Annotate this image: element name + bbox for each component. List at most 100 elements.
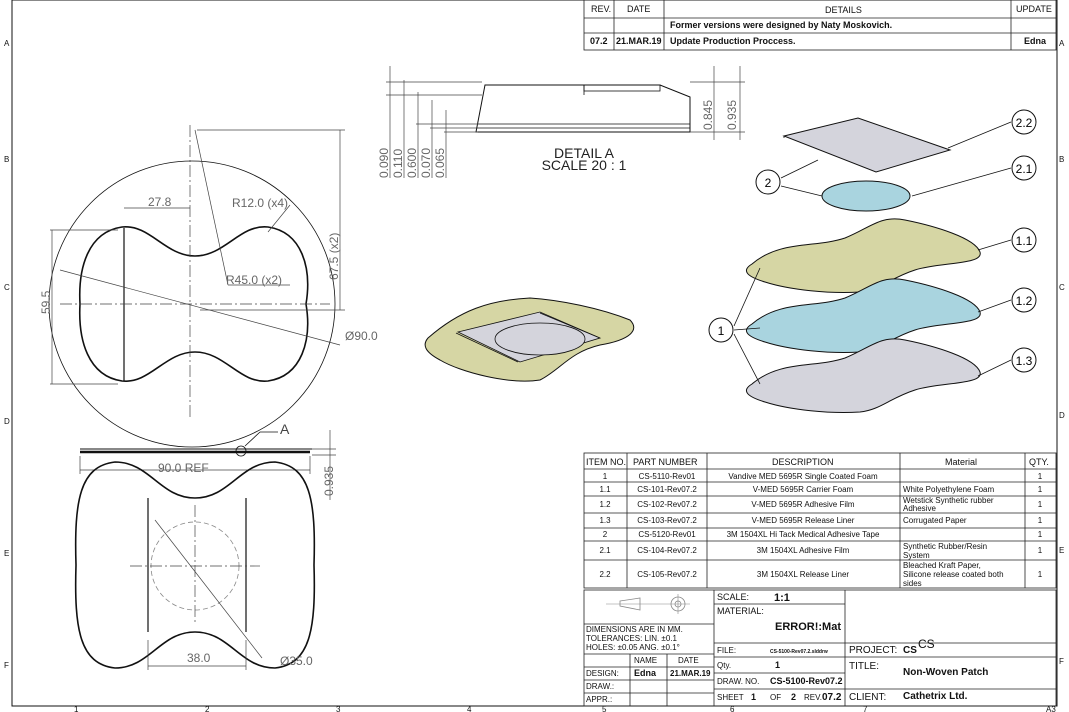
bom-row-7-item: 2.2 <box>599 570 611 579</box>
bom-row-6-part: CS-104-Rev07.2 <box>637 546 697 555</box>
balloon-1-3-label: 1.3 <box>1016 354 1033 368</box>
draw-label: DRAW.: <box>586 682 614 691</box>
design-name: Edna <box>634 668 657 678</box>
of-value: 2 <box>791 692 796 702</box>
bom-row-7-material-2: Silicone release coated both <box>903 570 1004 579</box>
balloon-2-label: 2 <box>765 176 772 190</box>
balloon-1-2 <box>1011 287 1037 313</box>
dims-note-line-1: DIMENSIONS ARE IN MM. <box>586 625 683 634</box>
row-label-d-right: D <box>1059 411 1065 420</box>
rev-row-2-rev: 07.2 <box>590 36 608 46</box>
bom-header-desc: DESCRIPTION <box>772 457 834 467</box>
row-label-b: B <box>4 155 9 164</box>
dim-width-ref: 90.0 REF <box>158 461 209 475</box>
bom-row-2-part: CS-101-Rev07.2 <box>637 485 697 494</box>
bom-row-3-part: CS-102-Rev07.2 <box>637 500 697 509</box>
bom-row-4-part: CS-103-Rev07.2 <box>637 516 697 525</box>
bom-row-7-material-1: Bleached Kraft Paper, <box>903 561 981 570</box>
row-label-a-right: A <box>1059 39 1065 48</box>
bom-row-1-item: 1 <box>603 472 608 481</box>
detail-dim-1: 0.090 <box>377 148 391 178</box>
bom-row-2-desc: V-MED 5695R Carrier Foam <box>753 485 854 494</box>
balloon-1-1 <box>1011 227 1037 253</box>
balloon-1-2-label: 1.2 <box>1016 294 1033 308</box>
bom-row: 2 CS-5120-Rev01 3M 1504XL Hi Tack Medica… <box>603 530 1043 539</box>
detail-callout-label: A <box>280 421 290 437</box>
dim-height-left: 59.5 <box>39 290 53 314</box>
bom-table: ITEM NO. PART NUMBER DESCRIPTION Materia… <box>583 452 1057 589</box>
bom-row-5-desc: 3M 1504XL Hi Tack Medical Adhesive Tape <box>727 530 880 539</box>
dim-diameter-outer: Ø90.0 <box>345 329 378 343</box>
top-view: 27.8 R12.0 (x4) R45.0 (x2) Ø90.0 59.5 67… <box>39 125 378 448</box>
bom-row-6-material-2: System <box>903 551 930 560</box>
exploded-view: 2.2 2.1 1.1 1.2 1.3 2 1 <box>708 109 1037 413</box>
detail-a-title: DETAIL A <box>554 145 615 161</box>
bom-row-4-qty: 1 <box>1038 516 1043 525</box>
title-label: TITLE: <box>849 661 879 672</box>
drawno-value: CS-5100-Rev07.2 <box>770 676 843 686</box>
bom-row-4-item: 1.3 <box>599 516 611 525</box>
dim-radius-lobes: R12.0 (x4) <box>232 196 288 210</box>
of-label: OF <box>770 693 781 702</box>
sheet-label: SHEET <box>717 693 744 702</box>
title-value: Non-Woven Patch <box>903 667 988 678</box>
col-label-3: 3 <box>336 705 341 712</box>
date-header: DATE <box>627 4 650 14</box>
rev-row-2-date: 21.MAR.19 <box>616 36 662 46</box>
dims-note-line-3: HOLES: ±0.05 ANG. ±0.1° <box>586 643 680 652</box>
bom-row-5-item: 2 <box>603 530 608 539</box>
sheet-value: 1 <box>751 692 756 702</box>
bom-row-7-desc: 3M 1504XL Release Liner <box>757 570 850 579</box>
balloon-2-1-label: 2.1 <box>1016 162 1033 176</box>
detail-dim-6: 0.845 <box>701 100 715 130</box>
bom-row-4-material: Corrugated Paper <box>903 516 967 525</box>
bom-row-4-desc: V-MED 5695R Release Liner <box>752 516 855 525</box>
rev-value: 07.2 <box>822 692 842 703</box>
row-label-f-right: F <box>1059 657 1064 666</box>
revision-table: REV. DATE DETAILS UPDATE Former versions… <box>583 0 1057 51</box>
col-label-4: 4 <box>467 705 472 712</box>
client-label: CLIENT: <box>849 692 886 703</box>
col-label-1: 1 <box>74 705 79 712</box>
bom-header-item: ITEM NO. <box>586 457 626 467</box>
scale-value: 1:1 <box>774 592 790 604</box>
project-value: CS <box>903 645 917 656</box>
bom-header-material: Material <box>945 457 977 467</box>
bom-row-2-item: 1.1 <box>599 485 611 494</box>
balloon-2-2 <box>1011 109 1037 135</box>
dim-width-bottom: 38.0 <box>187 651 211 665</box>
row-label-f: F <box>4 661 9 670</box>
sheet-frame: A B C D E F A B C D E F 1 2 3 4 5 6 7 A3 <box>4 0 1065 712</box>
bom-row-6-material-1: Synthetic Rubber/Resin <box>903 542 987 551</box>
detail-dim-7: 0.935 <box>725 100 739 130</box>
detail-dim-5: 0.065 <box>433 148 447 178</box>
file-value: CS-5100-Rev07.2.slddrw <box>770 649 828 655</box>
dim-diameter-center: Ø35.0 <box>280 654 313 668</box>
bom-row-3-material-2: Adhesive <box>903 504 936 513</box>
drawno-label: DRAW. NO. <box>717 677 759 686</box>
detail-dim-3: 0.600 <box>405 148 419 178</box>
bom-row-3-desc: V-MED 5695R Adhesive Film <box>751 500 854 509</box>
bom-row-7-qty: 1 <box>1038 570 1043 579</box>
detail-a-view: 0.090 0.110 0.600 0.070 0.065 0.845 0.93… <box>377 66 745 178</box>
row-label-c-right: C <box>1059 283 1065 292</box>
project-value-large: CS <box>918 637 935 651</box>
col-label-6: 6 <box>730 705 735 712</box>
bom-row-2-qty: 1 <box>1038 485 1043 494</box>
balloon-2 <box>755 169 781 195</box>
row-label-b-right: B <box>1059 155 1064 164</box>
isometric-view <box>424 297 635 382</box>
appr-label: APPR.: <box>586 695 612 704</box>
bom-row: 2.2 CS-105-Rev07.2 3M 1504XL Release Lin… <box>599 561 1042 588</box>
balloon-2-2-label: 2.2 <box>1016 116 1033 130</box>
scale-label: SCALE: <box>717 592 749 602</box>
bom-row-6-desc: 3M 1504XL Adhesive Film <box>757 546 850 555</box>
bottom-view: 38.0 Ø35.0 <box>74 461 316 670</box>
bom-row-7-part: CS-105-Rev07.2 <box>637 570 697 579</box>
bom-row: 1.1 CS-101-Rev07.2 V-MED 5695R Carrier F… <box>599 485 1042 494</box>
row-label-a: A <box>4 39 10 48</box>
bom-row-3-material-1: Wetstick Synthetic rubber <box>903 496 994 505</box>
bom-row-5-part: CS-5120-Rev01 <box>638 530 696 539</box>
rev-row-2-update: Edna <box>1024 36 1047 46</box>
rev-label: REV. <box>804 693 822 702</box>
